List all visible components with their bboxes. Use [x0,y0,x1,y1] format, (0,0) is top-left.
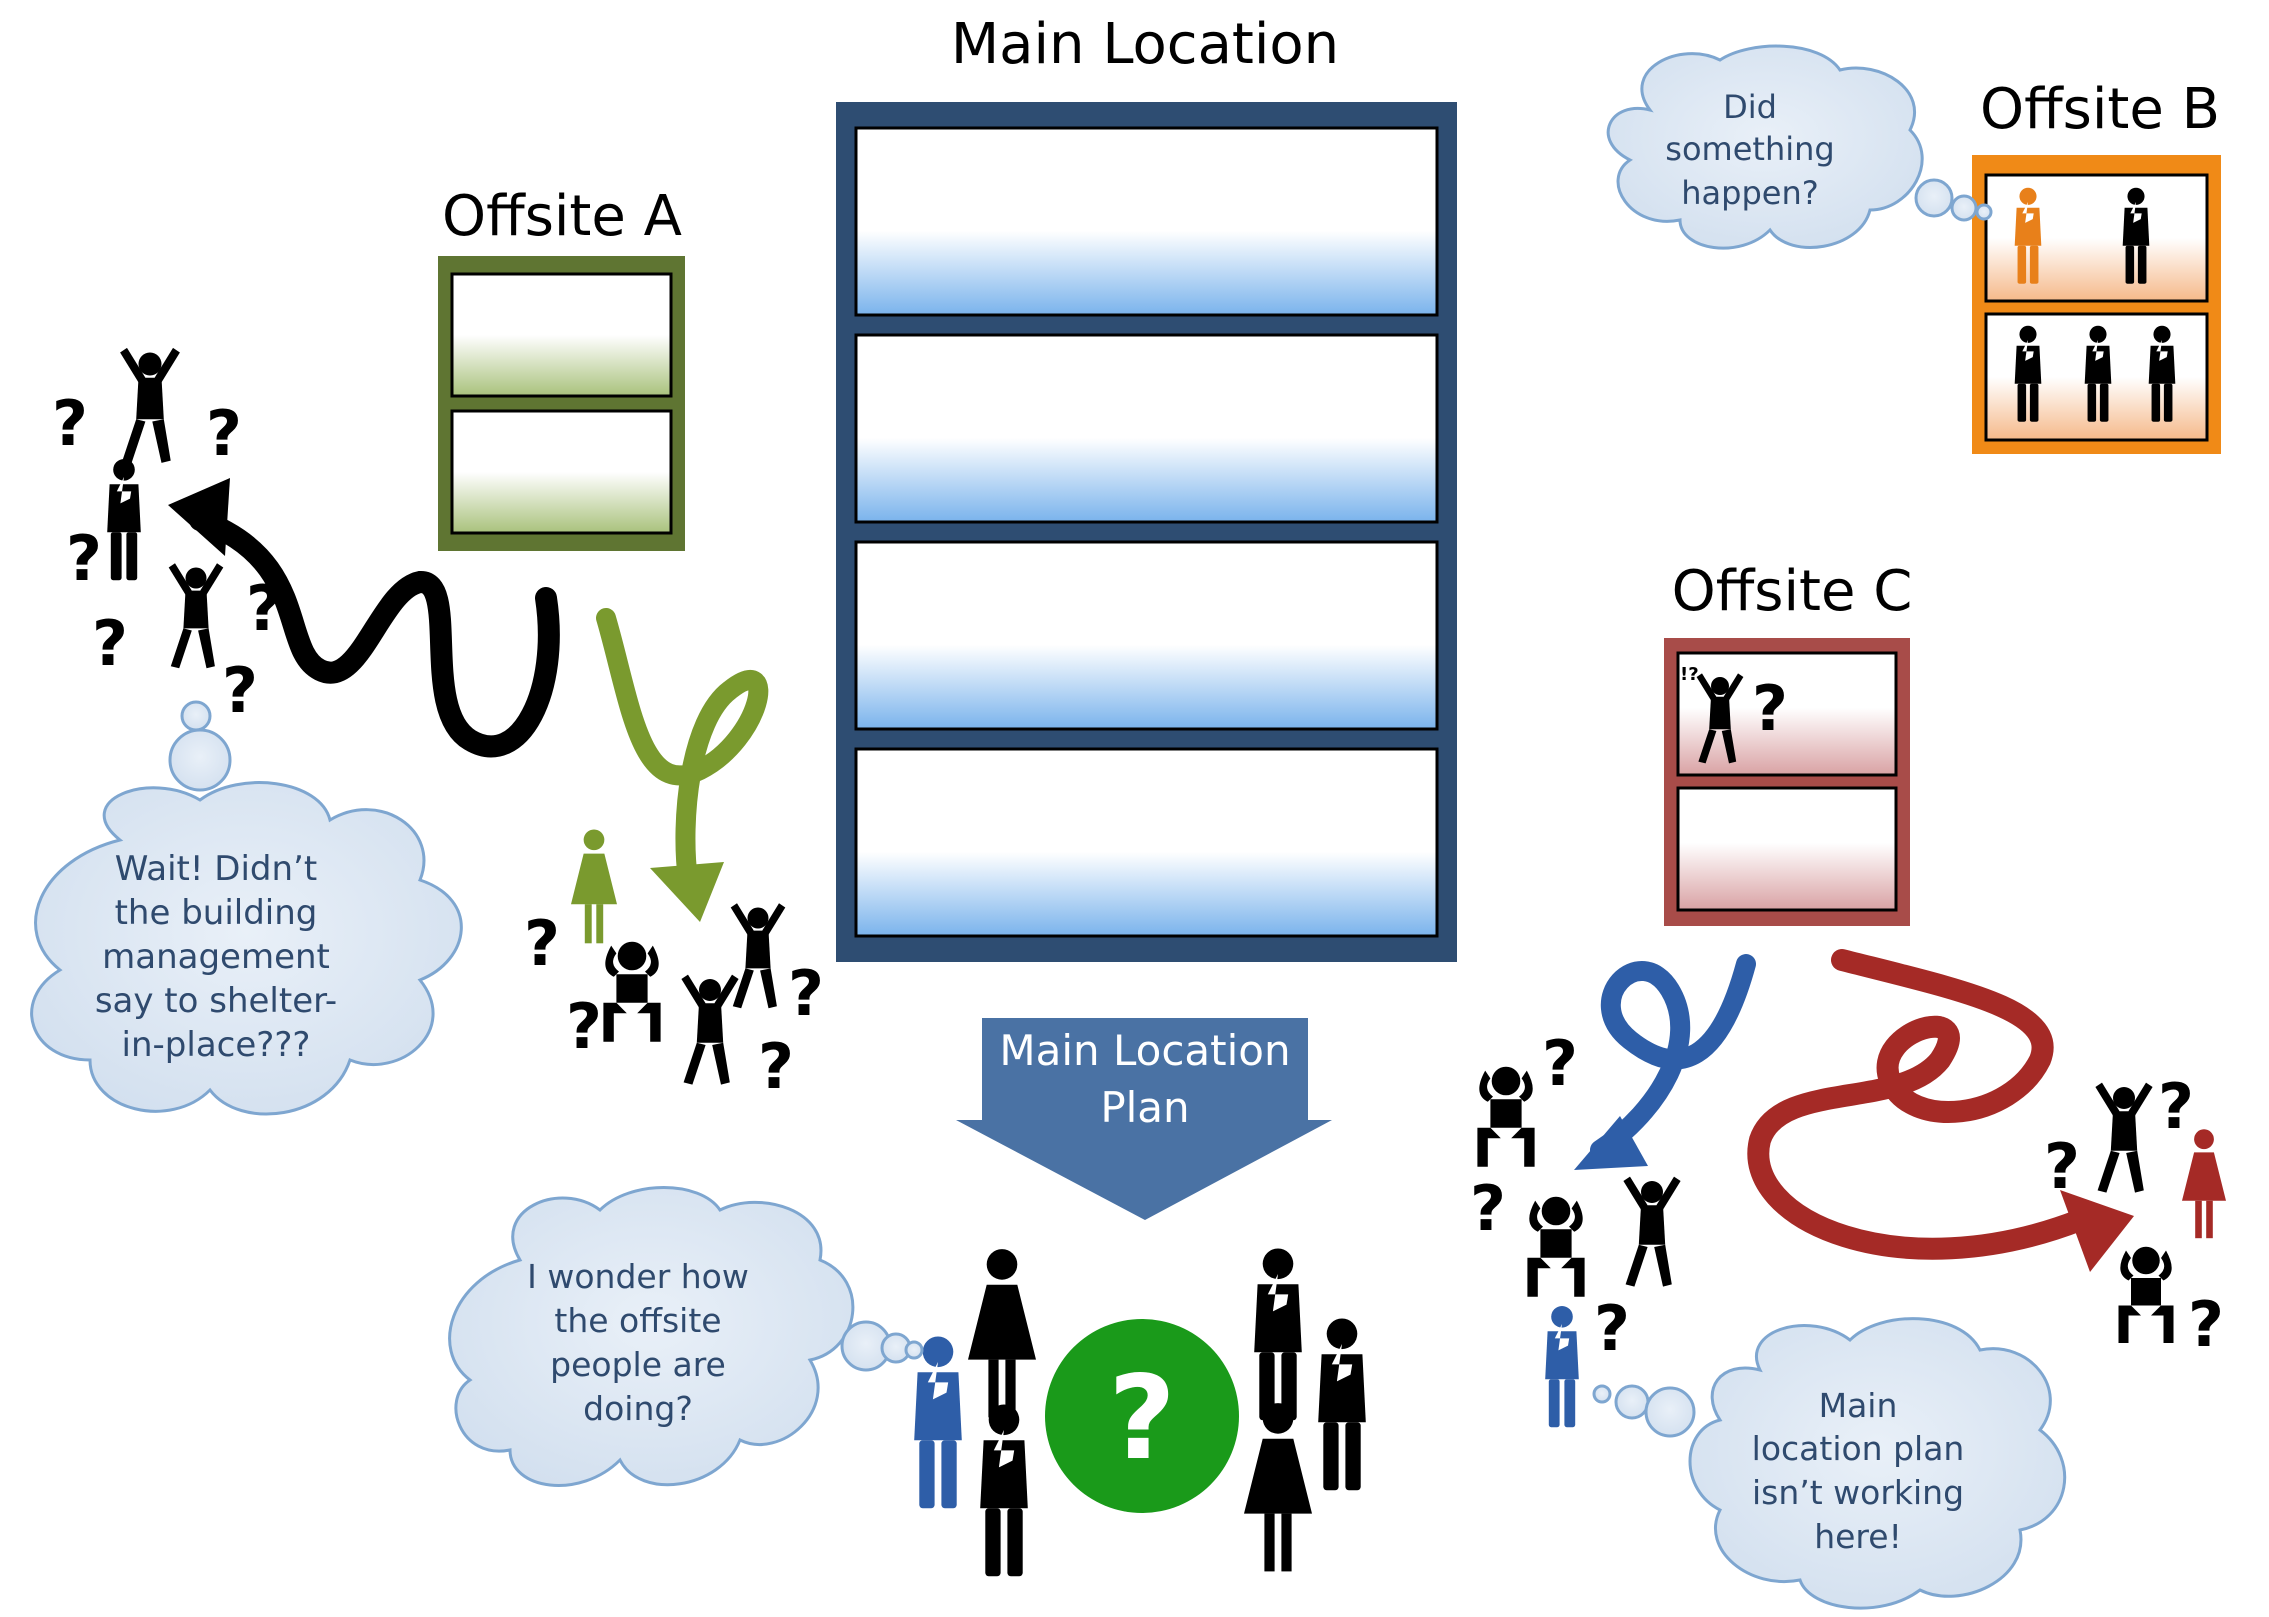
bubble-a-line5: in-place??? [122,1025,311,1065]
main-floor-4 [854,747,1439,938]
person-panic-icon [168,563,224,669]
question-mark-icon: ? [222,654,258,727]
person-squat-icon [1477,1066,1535,1167]
main-location-plan-arrow: Main Location Plan [956,1018,1332,1220]
offsite-c-building: !? ? [1664,638,1910,926]
person-thinking-icon [1545,1306,1579,1428]
question-mark-icon: ? [92,607,128,680]
question-mark-icon: ? [206,397,242,470]
offsite-a-floor-1 [450,272,673,398]
person-woman-icon [571,829,617,944]
question-mark-icon: ? [2158,1070,2194,1143]
person-thinking-icon [914,1336,962,1509]
question-mark-icon: ? [2044,1130,2080,1203]
question-mark-icon: ? [246,572,282,645]
offsite-b-building [1972,155,2221,454]
plan-arrow-label-line1: Main Location [999,1026,1290,1075]
offsite-c-title: Offsite C [1672,559,1913,624]
bubble-a-line4: say to shelter- [95,981,337,1021]
bubble-c-line1: Main [1819,1386,1898,1425]
person-woman-icon [2182,1129,2226,1239]
thought-bubble-offsite-b: Did something happen? [1606,44,1993,250]
bubble-main-line3: people are [550,1345,726,1384]
person-panic-icon [1623,1176,1681,1287]
thought-bubble-offsite-c: Main location plan isn’t working here! [1592,1317,2067,1610]
person-thinking-icon [1318,1318,1366,1491]
person-woman-icon [1244,1403,1312,1572]
bubble-main-line2: the offsite [554,1301,721,1340]
main-floor-2 [854,333,1439,524]
arrow-squiggle-icon [168,478,2134,1272]
bubble-b-line2: something [1665,130,1834,168]
person-panic-icon [2095,1082,2153,1193]
question-mark-icon: ? [524,907,560,980]
bubble-main-line1: I wonder how [527,1257,749,1296]
question-mark-icon: ? [2188,1288,2224,1361]
question-mark-icon: ? [1594,1292,1630,1365]
bubble-b-line1: Did [1723,88,1777,126]
thought-bubble-offsite-a: Wait! Didn’t the building management say… [30,700,463,1116]
offsite-a-building [438,256,685,551]
bubble-c-line4: here! [1814,1517,1902,1556]
person-panic-icon [730,903,786,1009]
center-question-mark: ? [1108,1351,1175,1486]
question-mark-icon: ? [1542,1027,1578,1100]
person-squat-icon [603,941,661,1042]
person-thinking-icon [107,459,141,581]
thought-bubble-main: I wonder how the offsite people are doin… [448,1186,924,1487]
person-squat-icon [2118,1246,2174,1343]
person-squat-icon [1527,1196,1585,1297]
bubble-a-line3: management [102,937,330,977]
bubble-main-line4: doing? [583,1389,693,1428]
offsite-a-title: Offsite A [442,184,682,249]
exclaim-label: !? [1680,664,1699,685]
offsite-c-blue-crowd: ? ? ? [1470,1027,1681,1428]
bubble-b-line3: happen? [1681,174,1818,212]
question-mark-icon: ? [788,957,824,1030]
bubble-c-line2: location plan [1752,1429,1965,1468]
person-woman-icon [968,1249,1036,1418]
main-floor-1 [854,126,1439,317]
main-floor-3 [854,540,1439,731]
question-mark-icon: ? [52,387,88,460]
bubble-a-line2: the building [115,893,318,933]
question-mark-icon: ? [1470,1172,1506,1245]
offsite-c-floor-2 [1676,786,1898,912]
bubble-a-line1: Wait! Didn’t [115,849,317,889]
offsite-c-red-crowd: ? ? ? [2044,1070,2226,1361]
question-mark-icon: ? [758,1030,794,1103]
offsite-a-crowd: ? ? ? ? ? ? [52,347,282,727]
center-question-circle: ? [1045,1319,1239,1513]
person-panic-icon [120,347,180,463]
bubble-c-line3: isn’t working [1752,1473,1964,1512]
plan-arrow-label-line2: Plan [1100,1083,1189,1132]
question-mark-icon: ? [1752,672,1788,745]
main-location-building [836,102,1457,962]
offsite-a-floor-2 [450,409,673,535]
person-thinking-icon [980,1404,1028,1577]
main-location-title: Main Location [951,12,1339,77]
person-thinking-icon [1254,1248,1302,1421]
question-mark-icon: ? [566,990,602,1063]
offsite-b-title: Offsite B [1980,77,2220,142]
offsite-a-lower-crowd: ? ? ? ? [524,829,824,1103]
question-mark-icon: ? [66,522,102,595]
person-panic-icon [681,974,739,1085]
